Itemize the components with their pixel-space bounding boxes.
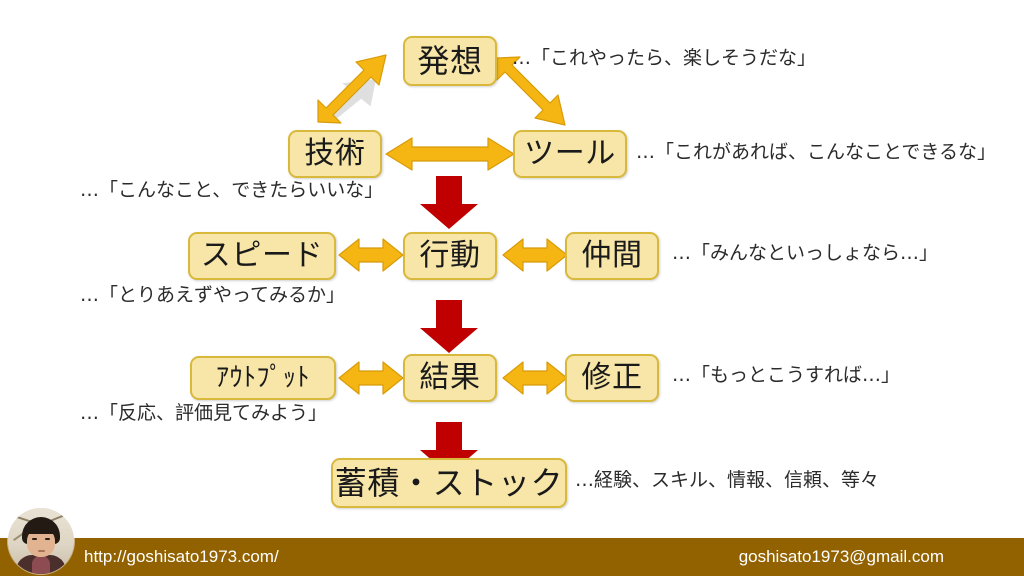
footer-email-address[interactable]: goshisato1973@gmail.com [738, 547, 944, 566]
avatar [8, 508, 74, 574]
node-gijutsu[interactable]: 技術 [288, 130, 382, 178]
note-output: …「反応、評価見てみよう」 [80, 402, 328, 424]
node-shusei[interactable]: 修正 [565, 354, 659, 402]
note-hasso: …「これやったら、楽しそうだな」 [512, 47, 817, 69]
arrow-koudou-kekka [418, 300, 480, 354]
footer-bar: http://goshisato1973.com/ goshisato1973@… [0, 538, 1024, 576]
note-shusei: …「もっとこうすれば…」 [672, 364, 901, 386]
node-output[interactable]: ｱｳﾄﾌﾟｯﾄ [190, 356, 336, 400]
arrow-speed-koudou [338, 237, 404, 273]
node-hasso[interactable]: 発想 [403, 36, 497, 86]
note-chikuseki: …経験、スキル、情報、信頼、等々 [575, 469, 880, 491]
note-tool: …「これがあれば、こんなことできるな」 [636, 141, 997, 163]
node-koudou[interactable]: 行動 [403, 232, 497, 280]
arrow-gijutsu-tool [385, 136, 515, 172]
node-speed[interactable]: スピード [188, 232, 336, 280]
arrow-koudou-nakama [502, 237, 568, 273]
node-nakama[interactable]: 仲間 [565, 232, 659, 280]
footer-website-url[interactable]: http://goshisato1973.com/ [84, 547, 279, 566]
arrow-hasso-tool [495, 52, 585, 132]
node-chikuseki[interactable]: 蓄積・ストック [331, 458, 567, 508]
note-speed: …「とりあえずやってみるか」 [80, 284, 346, 306]
arrow-kekka-shusei [502, 360, 568, 396]
note-gijutsu: …「こんなこと、できたらいいな」 [80, 179, 384, 201]
arrow-tool-koudou [418, 176, 480, 230]
arrow-output-kekka [338, 360, 404, 396]
node-kekka[interactable]: 結果 [403, 354, 497, 402]
node-tool[interactable]: ツール [513, 130, 627, 178]
note-nakama: …「みんなといっしょなら…」 [672, 242, 939, 264]
arrow-hasso-gijutsu [316, 52, 400, 128]
